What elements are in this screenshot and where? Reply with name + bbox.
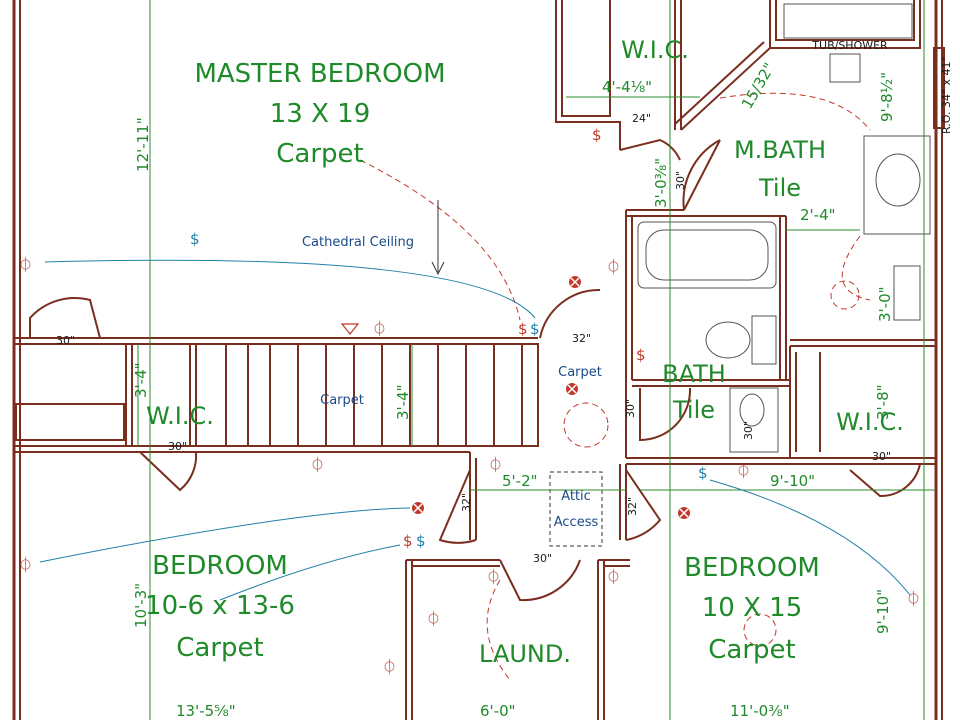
- walls: [12, 0, 945, 720]
- door-label-32-bed-right: 32": [626, 497, 639, 516]
- attic-access-line-1: Attic: [561, 489, 591, 504]
- outlets: ⏀ ⏀ ⏀ ⏀ ⏀ ⏀ ⏀ ⏀ ⏀ ⏀ ⏀ ⏀: [18, 256, 921, 676]
- door-label-32-hall: 32": [572, 332, 591, 345]
- wic-right-title: W.I.C.: [836, 408, 904, 436]
- bedroom-left-floor: Carpet: [176, 633, 263, 663]
- door-label-24-wic: 24": [632, 112, 651, 125]
- dim-2-4: 2'-4": [800, 206, 836, 224]
- dimension-lines: [137, 0, 936, 720]
- bedroom-left-size: 10-6 x 13-6: [145, 591, 295, 621]
- door-label-32-bed-left: 32": [460, 493, 473, 512]
- bath-floor: Tile: [672, 396, 715, 424]
- outlet-icon: ⏀: [906, 590, 921, 608]
- electrical-red-runs: [359, 92, 871, 681]
- switch-icon: $: [636, 346, 646, 364]
- tub-shower: [783, 3, 913, 39]
- switch-icon: $: [530, 320, 540, 338]
- outlet-icon: ⏀: [606, 258, 621, 276]
- outlet-icon: ⏀: [382, 658, 397, 676]
- switch-icon: $: [416, 532, 426, 550]
- stair-treads: [247, 344, 523, 446]
- dim-3-4-wic: 3'-4": [132, 362, 150, 398]
- dim-3-8: 3'-8": [874, 384, 892, 420]
- master-bedroom-size: 13 X 19: [270, 99, 371, 129]
- outlet-icon: ⏀: [736, 462, 751, 480]
- master-bedroom-title: MASTER BEDROOM: [194, 59, 445, 89]
- outlet-icon: ⏀: [310, 456, 325, 474]
- outlet-icon: ⏀: [18, 556, 33, 574]
- dim-3-0-mbath: 3'-0": [876, 286, 894, 322]
- dim-9-8-1-2: 9'-8½": [878, 72, 896, 122]
- bath-title: BATH: [662, 360, 726, 388]
- door-label-30-wic-left: 30": [168, 440, 187, 453]
- door-swings: [29, 138, 921, 602]
- door-label-30-laund: 30": [533, 552, 552, 565]
- cathedral-ceiling-note: Cathedral Ceiling: [302, 235, 414, 250]
- dim-4-4-1-8: 4'-4⅛": [602, 78, 652, 96]
- master-bedroom-floor: Carpet: [276, 139, 363, 169]
- laundry-title: LAUND.: [479, 640, 571, 668]
- door-label-30-bath: 30": [624, 399, 637, 418]
- hall-floor: Carpet: [558, 365, 602, 380]
- wic-top-title: W.I.C.: [621, 36, 689, 64]
- stairs-floor: Carpet: [320, 393, 364, 408]
- door-label-30-wic-right: 30": [872, 450, 891, 463]
- bedroom-right-size: 10 X 15: [702, 593, 803, 623]
- dim-9-10-v: 9'-10": [874, 589, 892, 634]
- toilet: [705, 321, 751, 359]
- dim-13-5-5-8: 13'-5⅝": [176, 702, 236, 720]
- switch-icon: $: [698, 464, 708, 482]
- outlet-icon: ⏀: [486, 568, 501, 586]
- outlet-icon: ⏀: [488, 456, 503, 474]
- switches: $ $ $ $ $ $ $ $: [190, 126, 708, 550]
- mbath-floor: Tile: [758, 174, 801, 202]
- wic-left-title: W.I.C.: [146, 402, 214, 430]
- door-labels: 30" 32" 30" 24" 30" 30" 30" 32" 30" 32" …: [56, 112, 891, 565]
- ceiling-light-icon: [566, 383, 578, 395]
- notes: Cathedral Ceiling Attic Access TUB/SHOWE…: [302, 39, 953, 530]
- electrical-blue-runs: [39, 259, 911, 601]
- ro-window-note: R.O. 34" x 41": [940, 56, 953, 134]
- bedroom-right-floor: Carpet: [708, 635, 795, 665]
- cathedral-ceiling-arrow: [340, 200, 445, 335]
- switch-icon: $: [518, 320, 528, 338]
- bedroom-left-title: BEDROOM: [152, 551, 288, 581]
- outlet-icon: ⏀: [426, 610, 441, 628]
- dim-3-4-stair: 3'-4": [394, 384, 412, 420]
- mbath-title: M.BATH: [734, 136, 826, 164]
- outlet-icon: ⏀: [18, 256, 33, 274]
- dim-6-0: 6'-0": [480, 702, 516, 720]
- vanity-30-label: 30": [742, 421, 755, 440]
- fixtures: [549, 3, 931, 547]
- switch-icon: $: [403, 532, 413, 550]
- dim-12-11: 12'-11": [134, 117, 152, 172]
- ceiling-lights: [412, 276, 690, 519]
- attic-access-box: [549, 471, 603, 547]
- dim-11-0-3-8: 11'-0⅜": [730, 702, 790, 720]
- bedroom-right-title: BEDROOM: [684, 553, 820, 583]
- switch-icon: $: [190, 230, 200, 248]
- room-labels: MASTER BEDROOM 13 X 19 Carpet W.I.C. M.B…: [145, 36, 904, 668]
- dim-5-2: 5'-2": [502, 472, 538, 490]
- dim-15-32: 15/32": [738, 60, 779, 112]
- ceiling-light-icon: [569, 276, 581, 288]
- dim-10-3: 10'-3": [132, 583, 150, 628]
- outlet-icon: ⏀: [372, 320, 387, 338]
- dim-3-0-3-8: 3'-0⅜": [652, 158, 670, 208]
- door-label-30-left: 30": [56, 334, 75, 347]
- door-label-30-mbath: 30": [674, 171, 687, 190]
- dim-9-10-h: 9'-10": [770, 472, 815, 490]
- switch-icon: $: [592, 126, 602, 144]
- outlet-icon: ⏀: [606, 568, 621, 586]
- attic-access-line-2: Access: [554, 515, 599, 530]
- ceiling-light-icon: [678, 507, 690, 519]
- tub-shower-note: TUB/SHOWER: [811, 39, 888, 52]
- ceiling-light-icon: [412, 502, 424, 514]
